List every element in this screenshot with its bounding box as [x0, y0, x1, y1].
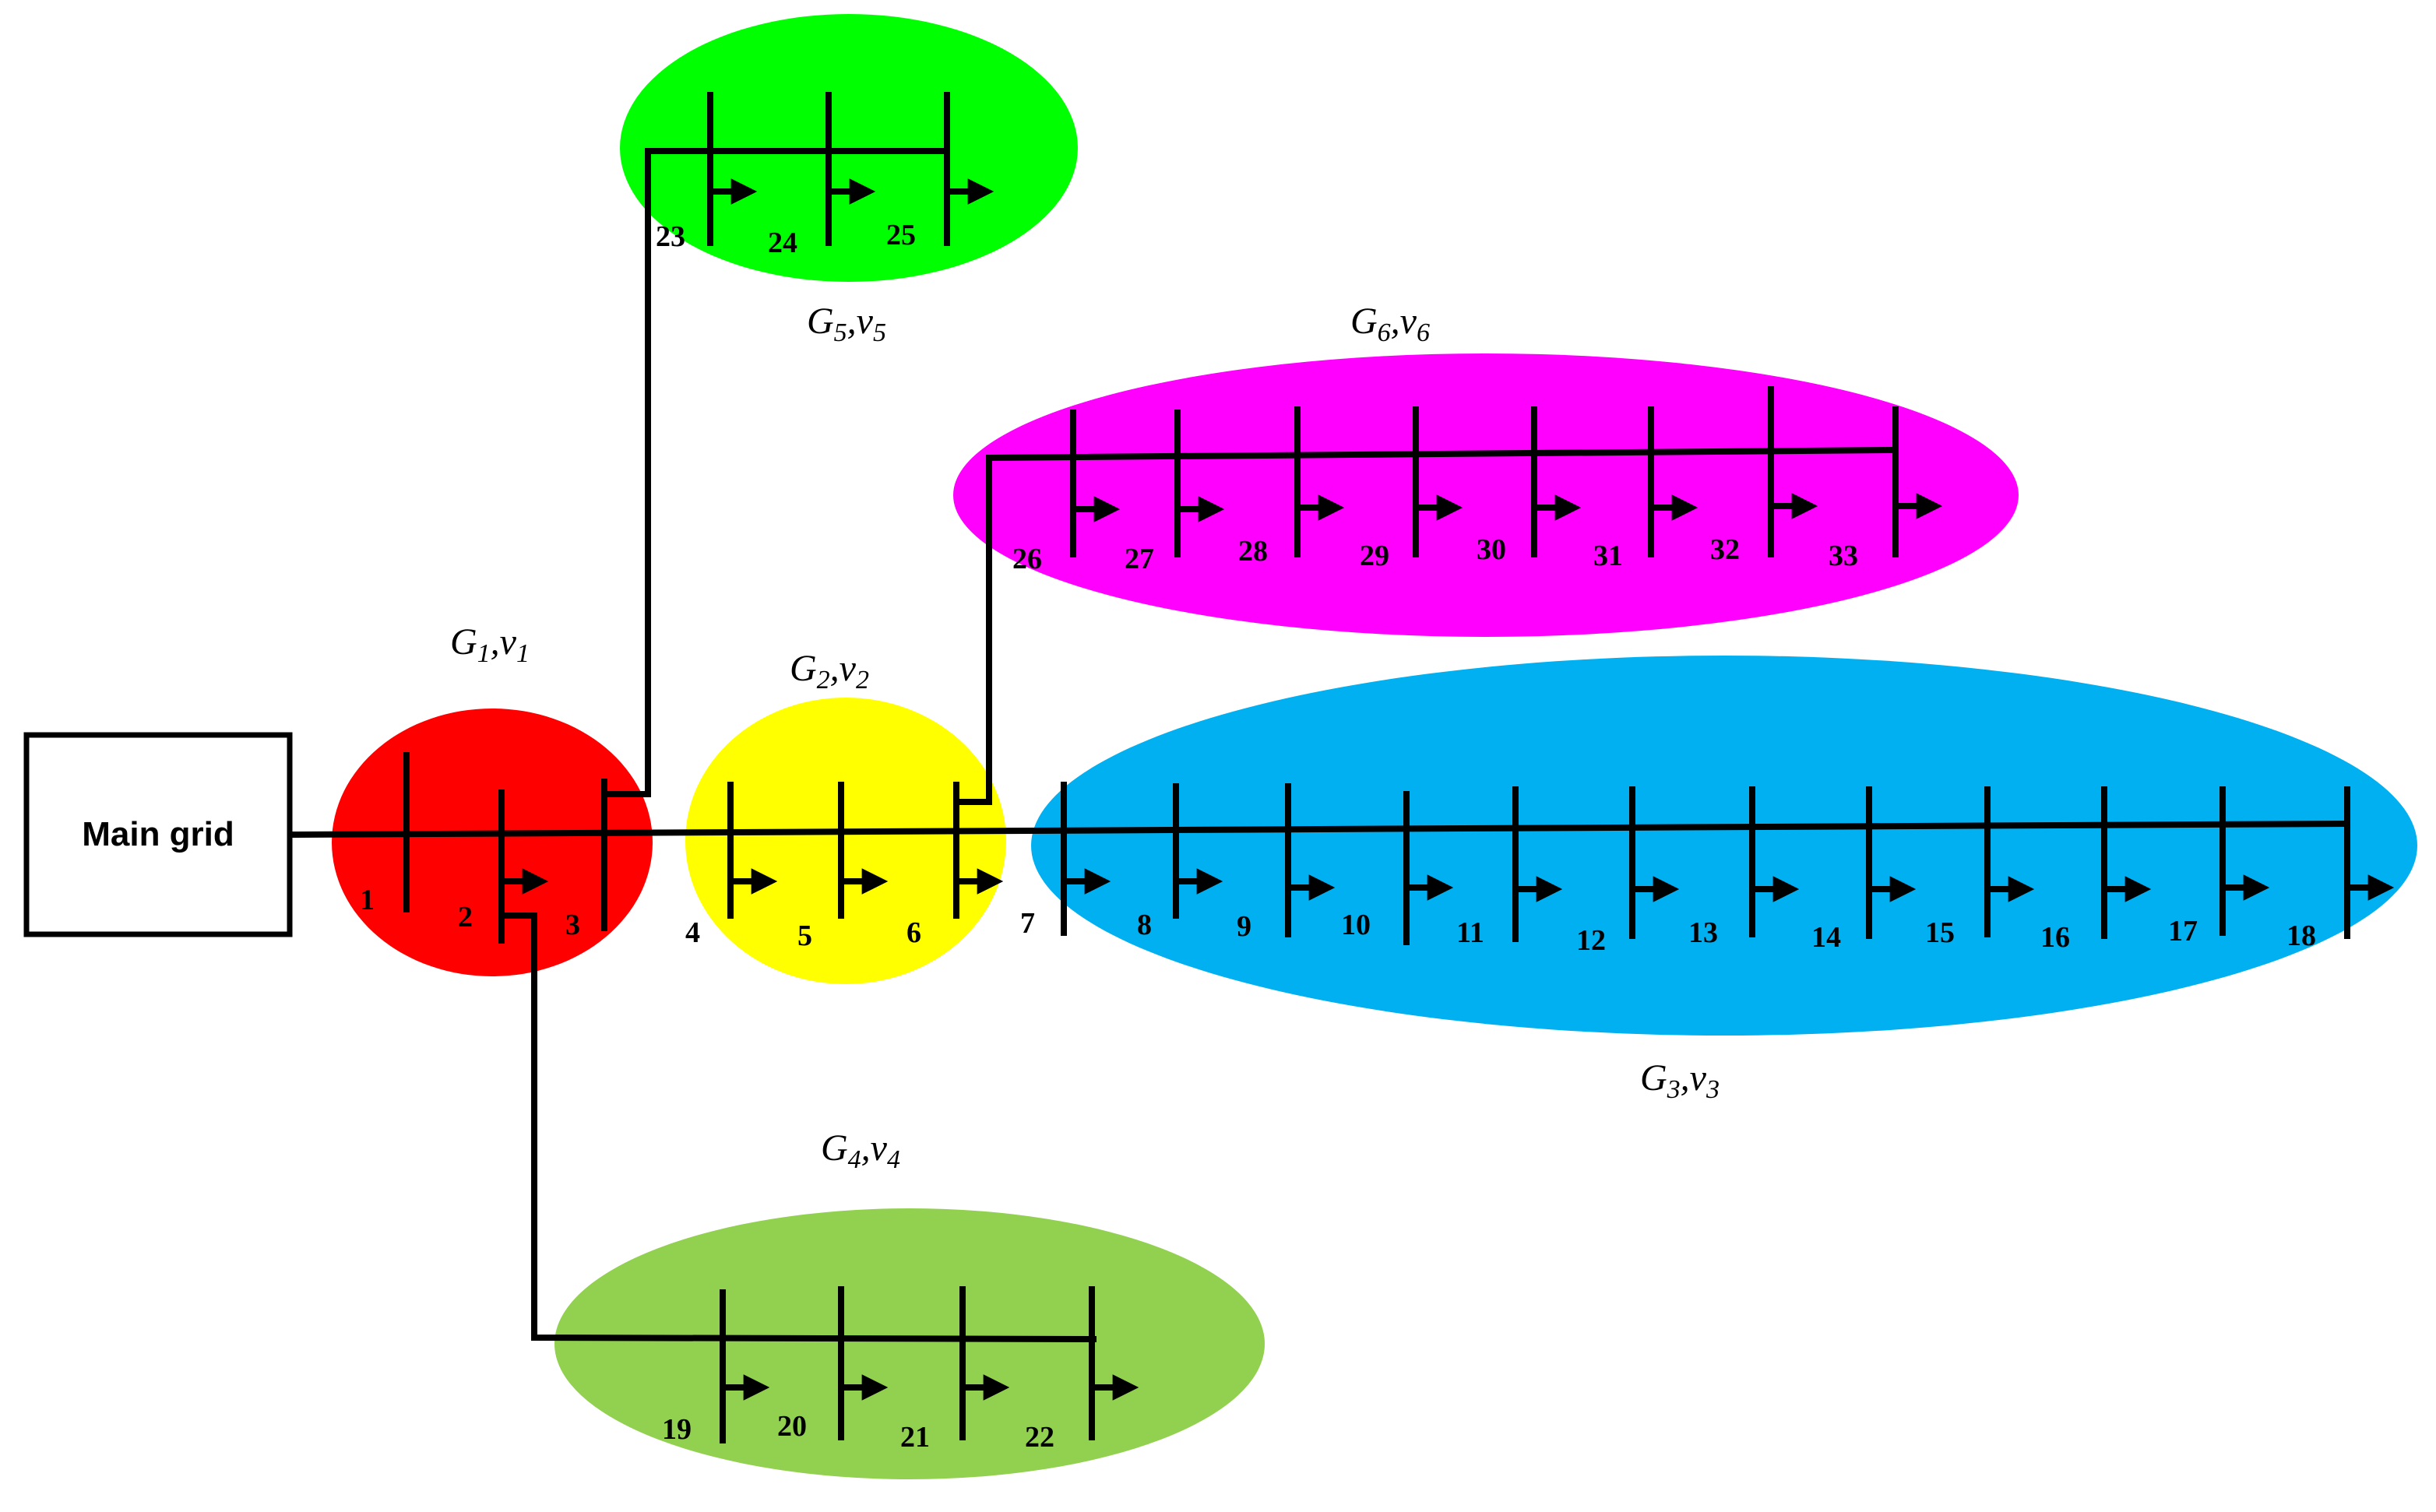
- group-label-g2: G2,v2: [790, 648, 869, 694]
- bus-label: 16: [2040, 921, 2070, 954]
- bus-label: 3: [565, 909, 580, 941]
- bus-label: 19: [662, 1413, 692, 1446]
- zone-g3-ellipse: [1031, 656, 2417, 1036]
- bus-label: 29: [1360, 540, 1389, 572]
- bus-label: 28: [1238, 535, 1268, 568]
- bus-label: 8: [1137, 909, 1152, 941]
- bus-labels: 1 2 3 4 5 6 7 8 9 10 11 12 13 14 15 16 1…: [360, 219, 2316, 1454]
- bus-label: 13: [1688, 916, 1718, 949]
- bus-label: 25: [886, 219, 916, 251]
- group-label-g6: G6,v6: [1350, 301, 1430, 347]
- bus-label: 30: [1477, 533, 1506, 566]
- lateral-to-g4: [502, 912, 1097, 1342]
- bus-label: 2: [458, 901, 473, 934]
- bus-label: 18: [2286, 920, 2316, 952]
- bus-label: 9: [1237, 910, 1251, 943]
- bus-label: 6: [906, 916, 921, 949]
- bus-label: 26: [1012, 543, 1042, 575]
- bus-label: 23: [656, 220, 685, 253]
- zone-g6-ellipse: [953, 353, 2019, 637]
- bus-label: 27: [1125, 543, 1154, 575]
- zone-g1-ellipse: [332, 709, 653, 976]
- lateral-to-g5: [604, 148, 949, 797]
- bus-label: 22: [1025, 1421, 1054, 1454]
- bus-label: 4: [685, 916, 700, 949]
- bus-label: 24: [768, 227, 797, 259]
- bus-label: 1: [360, 884, 375, 916]
- group-labels: G1,v1 G2,v2 G3,v3 G4,v4 G5,v5 G6,v6: [450, 301, 1720, 1174]
- bus-label: 7: [1020, 907, 1035, 940]
- bus-label: 33: [1829, 540, 1858, 572]
- bus-label: 20: [777, 1410, 807, 1443]
- group-label-g5: G5,v5: [807, 301, 886, 347]
- feeder-main: [289, 821, 2350, 838]
- bus-label: 5: [797, 920, 812, 952]
- group-label-g4: G4,v4: [821, 1127, 900, 1174]
- bus-label: 15: [1925, 916, 1955, 949]
- group-label-g1: G1,v1: [450, 621, 530, 668]
- zone-g4-ellipse: [554, 1208, 1265, 1479]
- bus-label: 32: [1710, 533, 1740, 566]
- lateral-to-g6: [956, 447, 1895, 805]
- bus-label: 17: [2168, 915, 2198, 948]
- group-label-g3: G3,v3: [1640, 1057, 1720, 1104]
- bus-label: 12: [1576, 924, 1606, 957]
- zone-g2-ellipse: [685, 698, 1006, 984]
- bus-bars: [403, 92, 2350, 1443]
- bus-label: 21: [900, 1421, 930, 1454]
- bus-label: 11: [1456, 916, 1484, 949]
- main-grid-label: Main grid: [82, 815, 234, 853]
- bus-label: 31: [1593, 540, 1623, 572]
- load-arrows: [502, 178, 2395, 1401]
- bus-label: 10: [1341, 909, 1371, 941]
- bus-label: 14: [1811, 921, 1841, 954]
